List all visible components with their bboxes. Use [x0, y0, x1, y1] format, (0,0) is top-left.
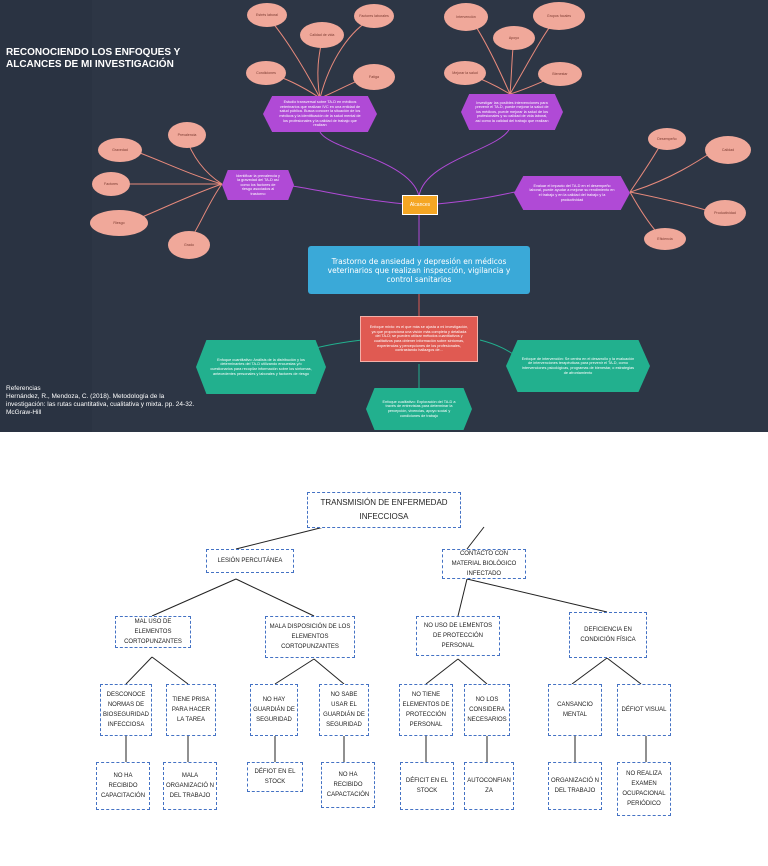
level3-node: NO SABE USAR EL GUARDIÁN DE SEGURIDAD — [319, 684, 369, 736]
level3-node: NO LOS CONSIDERA NECESARIOS — [464, 684, 510, 736]
pill-right-4: Eficiencia — [644, 228, 686, 250]
pill-left-3: Factores — [92, 172, 130, 196]
level1-node: LESIÓN PERCUTÁNEA — [206, 549, 294, 573]
hex-left: Identificar la prevalencia y la gravedad… — [222, 170, 294, 200]
level2-node: MAL USO DE ELEMENTOS CORTOPUNZANTES — [115, 616, 191, 648]
pill-top-left-5: Fatiga — [353, 64, 395, 90]
tree-line — [425, 658, 459, 685]
tree-line — [313, 658, 345, 685]
hex-top-right: Investigar las posibles intervenciones p… — [461, 94, 563, 130]
mind-map-title: RECONOCIENDO LOS ENFOQUES Y ALCANCES DE … — [6, 47, 181, 70]
tree-connectors — [125, 526, 647, 762]
level3-node: NO TIENE ELEMENTOS DE PROTECCIÓN PERSONA… — [399, 684, 453, 736]
references: Referencias Hernández, R., Mendoza, C. (… — [6, 385, 195, 416]
pill-top-left-2: Factores laborales — [354, 4, 394, 28]
level3-node: NO HAY GUARDIÁN DE SEGURIDAD — [250, 684, 298, 736]
mind-map-left-panel — [0, 0, 92, 432]
pill-top-right-5: Bienestar — [538, 62, 582, 86]
red-box: Enfoque mixto: es el que más se ajusta a… — [360, 316, 478, 362]
topic-box: Trastorno de ansiedad y depresión en méd… — [308, 246, 530, 294]
pill-top-left-3: Calidad de vida — [300, 22, 344, 48]
connector — [319, 131, 420, 197]
pill-right-3: Productividad — [704, 200, 746, 226]
pill-right-2: Calidad — [705, 136, 751, 164]
tree-line — [457, 658, 488, 685]
level1-node: CONTACTO CON MATERIAL BIOLÓGICO INFECTAD… — [442, 549, 526, 579]
connector — [317, 39, 323, 99]
connector — [629, 141, 663, 193]
tree-line — [151, 578, 237, 617]
connector — [131, 149, 223, 185]
level3-node: CANSANCIO MENTAL — [548, 684, 602, 736]
pill-top-left-4: Condiciones — [246, 61, 286, 85]
pill-left-1: Prevalencia — [168, 122, 206, 148]
level4-node: AUTOCONFIAN ZA — [464, 762, 514, 810]
pill-top-right-4: Mejorar la salud — [444, 61, 486, 85]
tree-line — [235, 526, 325, 550]
level4-node: NO HA RECIBIDO CAPACITACIÓN — [96, 762, 150, 810]
level4-node: NO HA RECIBIDO CAPACTACIÓN — [321, 762, 375, 808]
level2-node: NO USO DE LEMENTOS DE PROTECCIÓN PERSONA… — [416, 616, 500, 656]
level3-node: DESCONOCE NORMAS DE BIOSEGURIDAD INFECCI… — [100, 684, 152, 736]
tree-line — [151, 656, 189, 685]
connector — [629, 191, 713, 213]
hex-bottom-left: Enfoque cuantitativo: Análisis de la dis… — [196, 340, 326, 394]
hex-bottom-right: Enfoque de intervención: Se centra en el… — [506, 340, 650, 392]
tree-line — [606, 657, 642, 685]
level4-node: NO REALIZA EXAMEN OCUPACIONAL PERIÓDICO — [617, 762, 671, 816]
center-node: Alcances — [402, 195, 438, 215]
hex-bottom: Enfoque cualitativo: Exploración del TA-… — [366, 388, 472, 430]
tree-line — [571, 657, 608, 685]
level4-node: DÉFICIT EN EL STOCK — [400, 762, 454, 810]
pill-top-right-3: Apoyo — [493, 26, 535, 50]
pill-right-1: Desempeño — [648, 128, 686, 150]
problem-tree: TRANSMISIÓN DE ENFERMEDAD INFECCIOSA LES… — [0, 432, 768, 866]
hex-right: Evaluar el impacto del TA-D en el desemp… — [514, 176, 630, 210]
tree-line — [235, 578, 315, 617]
tree-line — [466, 526, 485, 550]
root-node: TRANSMISIÓN DE ENFERMEDAD INFECCIOSA — [307, 492, 461, 528]
level3-node: DÉFIOT VISUAL — [617, 684, 671, 736]
level4-node: MALA ORGANIZACIÓ N DEL TRABAJO — [163, 762, 217, 810]
level2-node: DEFICIENCIA EN CONDICIÓN FÍSICA — [569, 612, 647, 658]
level2-node: MALA DISPOSICIÓN DE LOS ELEMENTOS CORTOP… — [265, 616, 355, 658]
connector — [479, 339, 517, 357]
tree-line — [466, 578, 608, 613]
connector — [436, 191, 516, 205]
pill-left-2: Gravedad — [98, 138, 142, 162]
pill-left-5: Grado — [168, 231, 210, 259]
tree-line — [457, 578, 468, 617]
tree-line — [125, 656, 153, 685]
tree-line — [274, 658, 315, 685]
pill-left-4: Riesgo — [90, 210, 148, 236]
hex-top-left: Estudio transversal sobre TA-D en médico… — [263, 96, 377, 132]
level3-node: TIENE PRISA PARA HACER LA TAREA — [166, 684, 216, 736]
pill-top-right-1: Intervención — [444, 3, 488, 31]
pill-top-right-2: Grupos focales — [533, 2, 585, 30]
connector — [418, 127, 511, 197]
connector — [629, 149, 716, 193]
mind-map: RECONOCIENDO LOS ENFOQUES Y ALCANCES DE … — [0, 0, 768, 432]
pill-top-left-1: Estrés laboral — [247, 3, 287, 27]
level4-node: DÉFIOT EN EL STOCK — [247, 762, 303, 792]
level4-node: ORGANIZACIÓ N DEL TRABAJO — [548, 762, 602, 810]
connector — [291, 185, 406, 205]
